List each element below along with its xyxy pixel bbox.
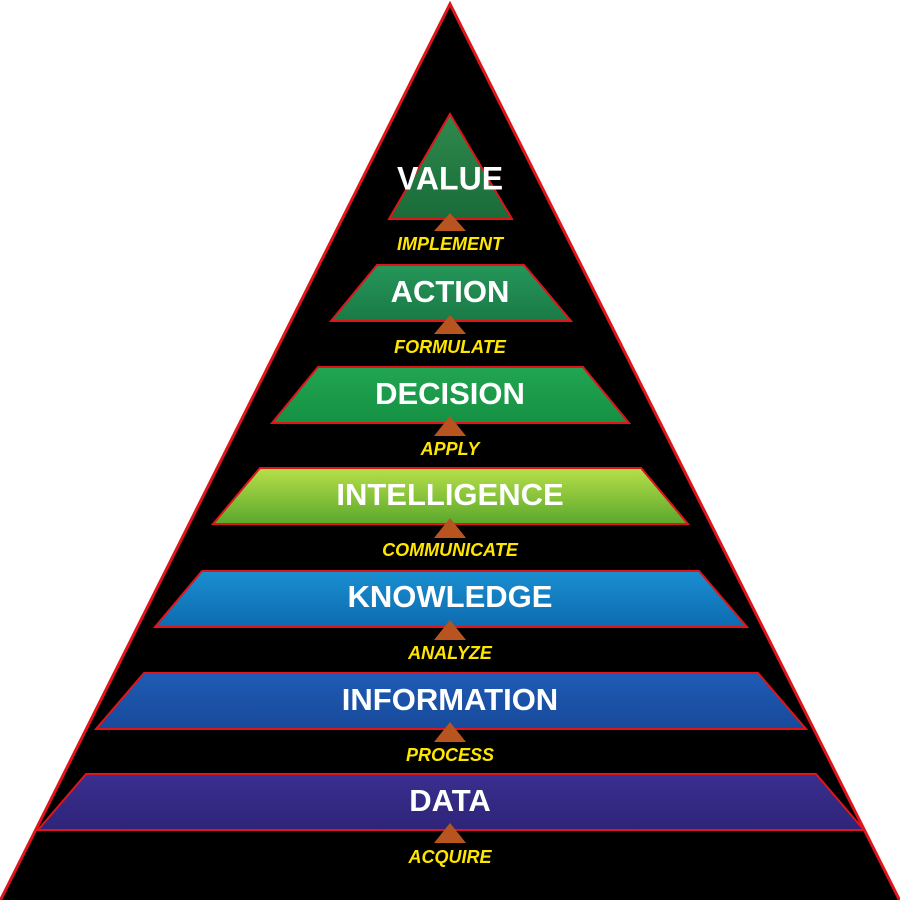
step-label-implement: IMPLEMENT [397, 234, 505, 254]
up-arrow-icon [434, 823, 466, 843]
up-arrow-icon [434, 518, 466, 538]
up-arrow-icon [434, 213, 466, 231]
step-label-communicate: COMMUNICATE [382, 540, 519, 560]
layer-band-action [328, 264, 574, 322]
pyramid-steps: IMPLEMENT FORMULATE APPLY COMMUNICATE ANALYZ… [382, 213, 519, 867]
up-arrow-icon [434, 722, 466, 742]
step-label-analyze: ANALYZE [407, 643, 493, 663]
up-arrow-icon [434, 416, 466, 436]
step-label-apply: APPLY [420, 439, 482, 459]
up-arrow-icon [434, 620, 466, 640]
layer-label-information: INFORMATION [342, 682, 558, 717]
layer-label-value: VALUE [397, 160, 503, 196]
pyramid-layers: VALUE ACTION DECISION INTELLIGENCE KNOWLEDGE… [35, 112, 867, 831]
layer-band-data [35, 773, 867, 831]
layer-label-action: ACTION [391, 274, 510, 309]
layer-band-decision [269, 366, 632, 424]
layer-label-decision: DECISION [375, 376, 525, 411]
step-label-formulate: FORMULATE [394, 337, 507, 357]
step-label-process: PROCESS [406, 745, 494, 765]
up-arrow-icon [434, 315, 466, 334]
layer-label-knowledge: KNOWLEDGE [348, 579, 553, 614]
layer-band-information [93, 672, 809, 730]
layer-label-intelligence: INTELLIGENCE [336, 477, 563, 512]
layer-band-intelligence [210, 467, 691, 525]
layer-label-data: DATA [409, 783, 491, 818]
layer-band-knowledge [152, 570, 750, 628]
step-label-acquire: ACQUIRE [407, 847, 492, 867]
